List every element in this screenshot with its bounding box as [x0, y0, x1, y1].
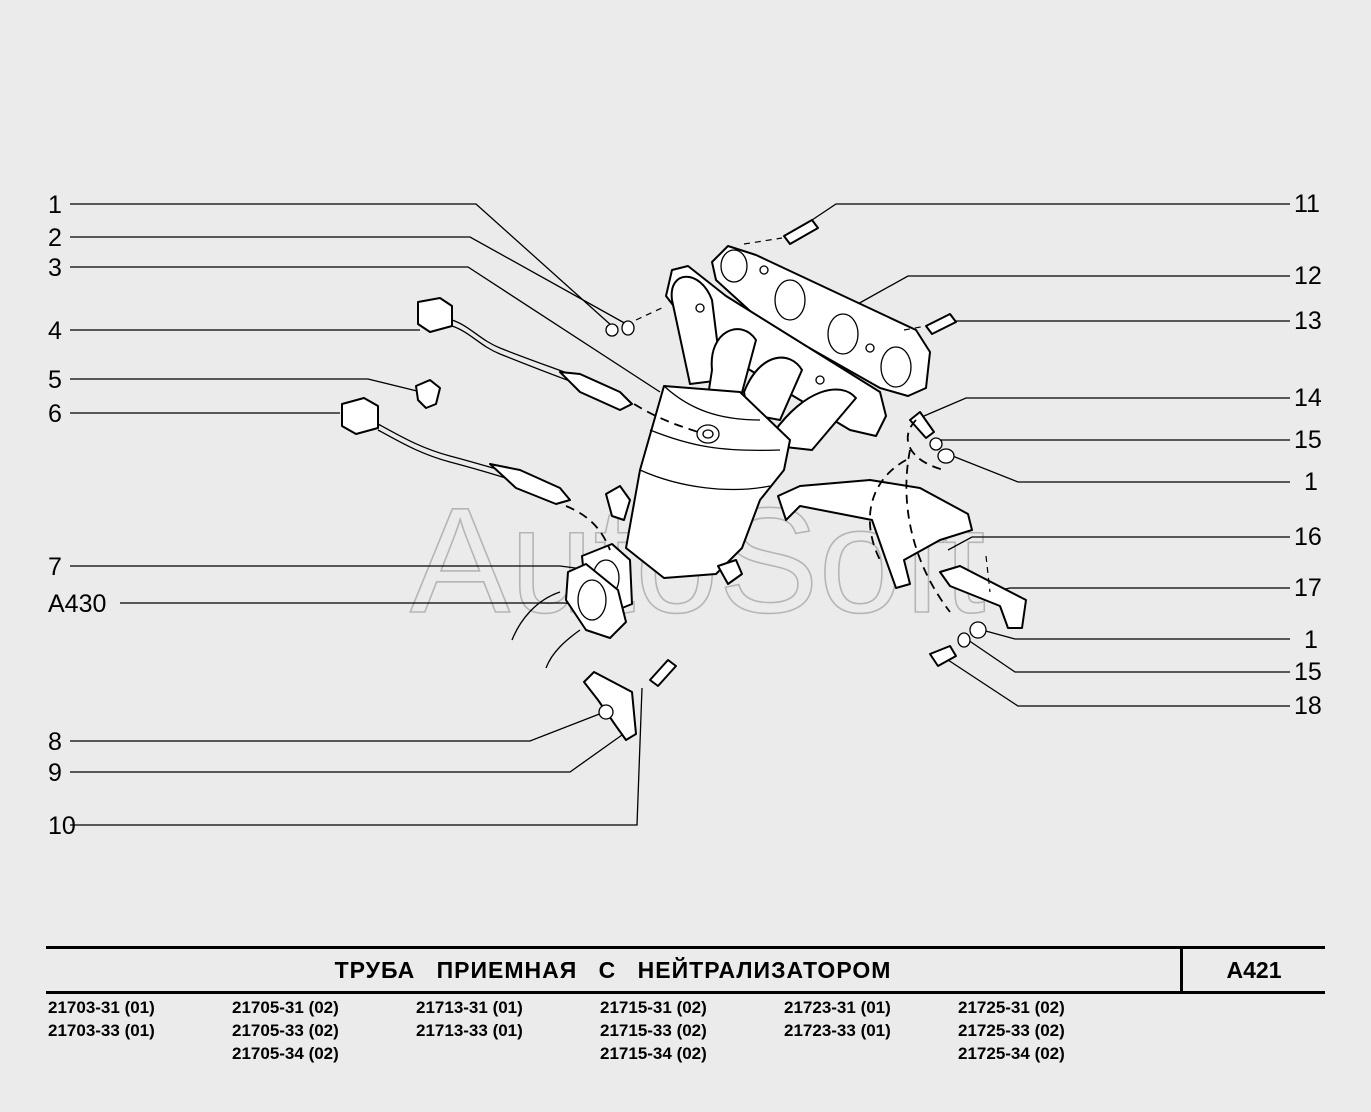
model-code: 21715-34 (02) — [600, 1044, 707, 1063]
model-column-3: 21713-31 (01) 21713-33 (01) — [416, 996, 523, 1042]
support-bracket — [939, 565, 1027, 629]
assembly-paths — [565, 237, 991, 613]
callout-1-lower-right: 1 — [1304, 626, 1318, 654]
model-code: 21723-31 (01) — [784, 998, 891, 1017]
callout-8: 8 — [48, 728, 62, 756]
callout-11: 11 — [1294, 190, 1320, 218]
model-code: 21705-33 (02) — [232, 1021, 339, 1040]
catalytic-converter — [605, 385, 791, 585]
nut-and-washer-upper — [605, 320, 635, 337]
model-code: 21715-31 (02) — [600, 998, 707, 1017]
callout-15-upper: 15 — [1294, 426, 1322, 454]
callout-7: 7 — [48, 553, 62, 581]
model-code: 21705-34 (02) — [232, 1044, 339, 1063]
stud-upper — [783, 219, 819, 245]
converter-bracket — [777, 479, 973, 589]
callouts-left: 1 2 3 4 5 6 7 A430 8 9 10 — [48, 191, 106, 840]
callout-16: 16 — [1294, 523, 1322, 551]
bolt-washer-set-lower — [929, 621, 987, 667]
model-column-2: 21705-31 (02) 21705-33 (02) 21705-34 (02… — [232, 996, 339, 1065]
model-code: 21713-33 (01) — [416, 1021, 523, 1040]
model-column-6: 21725-31 (02) 21725-33 (02) 21725-34 (02… — [958, 996, 1065, 1065]
model-column-5: 21723-31 (01) 21723-33 (01) — [784, 996, 891, 1042]
callout-a430: A430 — [48, 590, 106, 618]
pipe-flange — [511, 543, 633, 669]
bolt-washer-set-upper — [909, 411, 955, 464]
callout-10: 10 — [48, 812, 76, 840]
callout-15-lower: 15 — [1294, 658, 1322, 686]
model-code: 21705-31 (02) — [232, 998, 339, 1017]
callouts-right: 11 12 13 14 15 1 16 17 1 15 18 — [1294, 190, 1322, 720]
exhaust-manifold — [665, 265, 887, 451]
oxygen-sensor-upper — [417, 297, 633, 411]
callout-17: 17 — [1294, 574, 1322, 602]
sensor-clip — [415, 379, 441, 409]
model-code: 21703-33 (01) — [48, 1021, 155, 1040]
callout-5: 5 — [48, 366, 62, 394]
leader-lines-left — [70, 203, 661, 826]
callout-3: 3 — [48, 254, 62, 282]
callout-4: 4 — [48, 317, 62, 345]
callout-1-upper-right: 1 — [1304, 468, 1318, 496]
stud-right — [925, 313, 957, 335]
callout-13: 13 — [1294, 307, 1322, 335]
callout-12: 12 — [1294, 262, 1322, 290]
title-bar: ТРУБА ПРИЕМНАЯ С НЕЙТРАЛИЗАТОРОМ A421 — [46, 946, 1325, 994]
model-column-1: 21703-31 (01) 21703-33 (01) — [48, 996, 155, 1042]
manifold-gasket — [711, 245, 931, 397]
callout-6: 6 — [48, 400, 62, 428]
page-code: A421 — [1226, 957, 1282, 983]
callout-9: 9 — [48, 759, 62, 787]
callout-2: 2 — [48, 224, 62, 252]
title-divider — [1180, 949, 1183, 991]
heat-shield-and-fasteners — [583, 659, 677, 741]
callout-14: 14 — [1294, 384, 1322, 412]
model-column-4: 21715-31 (02) 21715-33 (02) 21715-34 (02… — [600, 996, 707, 1065]
model-code: 21725-33 (02) — [958, 1021, 1065, 1040]
model-code: 21725-34 (02) — [958, 1044, 1065, 1063]
model-code: 21723-33 (01) — [784, 1021, 891, 1040]
model-code: 21715-33 (02) — [600, 1021, 707, 1040]
callout-18: 18 — [1294, 692, 1322, 720]
model-code: 21703-31 (01) — [48, 998, 155, 1017]
model-code: 21713-31 (01) — [416, 998, 523, 1017]
model-code: 21725-31 (02) — [958, 998, 1065, 1017]
page-title: ТРУБА ПРИЕМНАЯ С НЕЙТРАЛИЗАТОРОМ — [334, 957, 892, 983]
oxygen-sensor-lower — [341, 397, 571, 505]
callout-1: 1 — [48, 191, 62, 219]
